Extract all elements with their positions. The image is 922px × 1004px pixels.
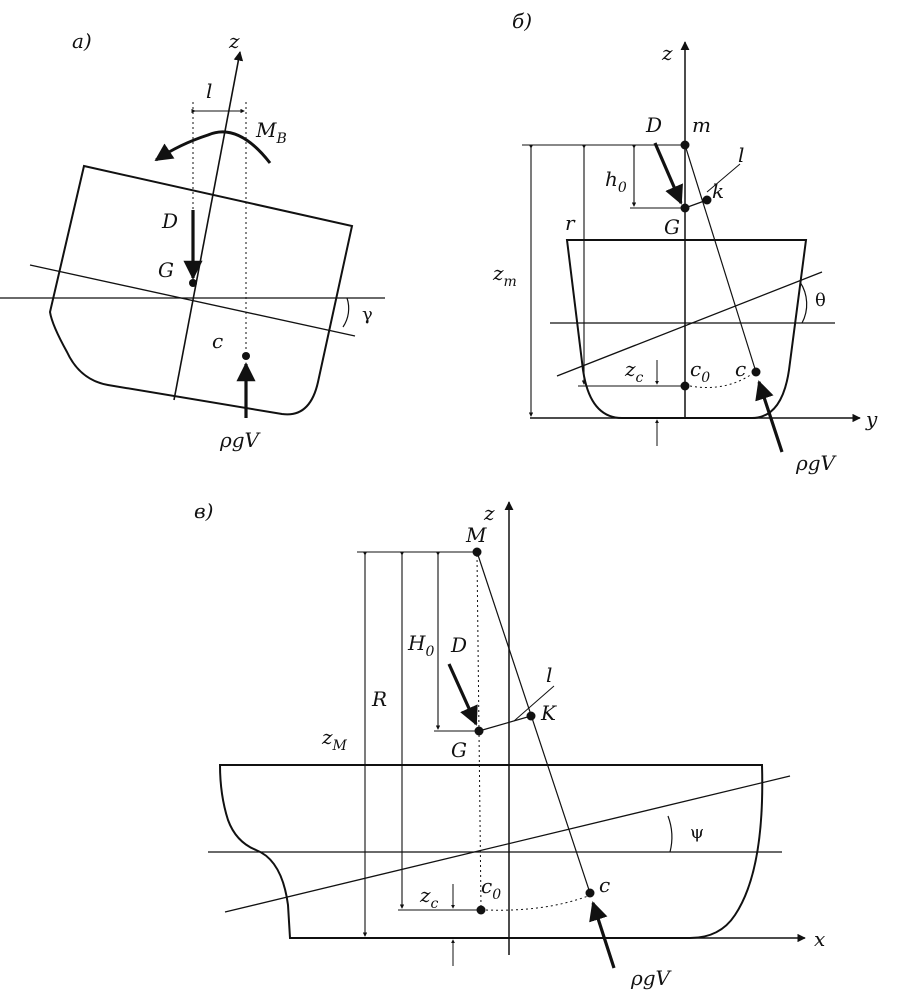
panel-a-hull (48, 164, 354, 416)
panel-b-hull (565, 239, 808, 419)
panel-a-gamma-label: γ (362, 304, 373, 325)
panel-b-angle-arc (799, 281, 808, 324)
panel-c-x-label: x (814, 927, 825, 951)
panel-c-center-gravity-point (474, 726, 484, 736)
panel-c-K-label: K (540, 701, 557, 725)
panel-c-metacenter-point (472, 547, 482, 557)
panel-b-buoyancy-label: ρgV (795, 451, 838, 475)
panel-c-z-label: z (483, 501, 495, 525)
panel-b-buoyancy-path (689, 373, 753, 388)
panel-b-buoyancy-point (751, 367, 761, 377)
panel-a-z-axis (173, 51, 244, 401)
panel-a-buoyancy-point (242, 352, 250, 360)
panel-a-label: a) (72, 29, 92, 53)
panel-c-c0-label: c0 (481, 874, 501, 903)
panel-c-buoyancy-path (485, 895, 589, 911)
panel-c-K-point (526, 711, 536, 721)
panel-b-l-label: l (738, 143, 744, 167)
panel-c-hull (218, 764, 764, 939)
panel-a-weight-label: D (161, 209, 178, 233)
panel-c-arm-line (478, 715, 532, 732)
panel-c-R-label: R (371, 687, 387, 711)
panel-c-zM-label: zM (321, 725, 348, 754)
panel-a-c-label: c (212, 329, 223, 353)
panel-c-buoyancy-label: ρgV (630, 966, 673, 990)
panel-c-c-label: c (599, 873, 610, 897)
panel-c-H0-label: H0 (407, 631, 434, 660)
panel-c-weight-label: D (450, 633, 467, 657)
panel-b: б) y θ z zm r h0 zc (492, 9, 878, 475)
panel-a-moment-arrow (154, 130, 272, 164)
panel-a-buoyancy-label: ρgV (219, 428, 262, 452)
panel-b-theta-label: θ (815, 290, 826, 311)
panel-c-psi-label: ψ (690, 822, 704, 843)
panel-c-c0-point (476, 905, 486, 915)
panel-b-heeled-line (556, 271, 823, 377)
panel-a-g-label: G (158, 258, 174, 282)
panel-b-metacentric-line (684, 144, 757, 373)
panel-c-weight-arrow (447, 663, 478, 726)
panel-c-l-leader (513, 685, 555, 722)
panel-b-buoyancy-arrow (755, 380, 784, 453)
panel-c-M-label: M (465, 523, 487, 547)
panel-b-k-point (702, 195, 712, 205)
panel-b-label: б) (512, 9, 532, 33)
panel-a-z-label: z (228, 29, 240, 53)
panel-b-c0-label: c0 (690, 357, 710, 386)
panel-b-center-gravity-point (680, 203, 690, 213)
panel-b-r-label: r (565, 211, 576, 235)
panel-b-g-label: G (664, 215, 680, 239)
panel-a-angle-arc (342, 297, 350, 328)
panel-b-metacenter-point (680, 140, 690, 150)
panel-b-c0-point (680, 381, 690, 391)
panel-b-zc-label: zc (624, 357, 644, 386)
panel-c-label: в) (194, 499, 213, 523)
panel-b-m-label: m (692, 113, 711, 137)
panel-c: в) x ψ z zM R H0 zc (194, 499, 825, 990)
panel-c-G-label: G (451, 738, 467, 762)
panel-a: a) z l MB D G c ρgV γ (0, 29, 385, 452)
panel-c-l-label: l (546, 663, 552, 687)
panel-b-c-label: c (735, 357, 746, 381)
panel-c-metacentric-line (476, 551, 591, 894)
panel-a-l-label: l (206, 79, 212, 103)
panel-b-l-leader (706, 163, 741, 193)
panel-c-zc-label: zc (419, 883, 439, 912)
panel-b-weight-label: D (645, 113, 662, 137)
panel-c-buoyancy-arrow (589, 901, 616, 969)
panel-b-h0-label: h0 (605, 167, 627, 196)
panel-b-k-label: k (712, 179, 724, 203)
panel-b-z-label: z (661, 41, 673, 65)
panel-b-zm-label: zm (492, 261, 517, 290)
panel-b-y-label: y (865, 407, 878, 431)
panel-b-weight-arrow (653, 142, 683, 205)
panel-a-moment-label: MB (255, 118, 287, 147)
panel-c-heeled-line (224, 775, 791, 913)
panel-c-buoyancy-point (585, 888, 595, 898)
panel-c-angle-arc (667, 815, 673, 853)
panel-a-center-gravity-point (189, 279, 197, 287)
